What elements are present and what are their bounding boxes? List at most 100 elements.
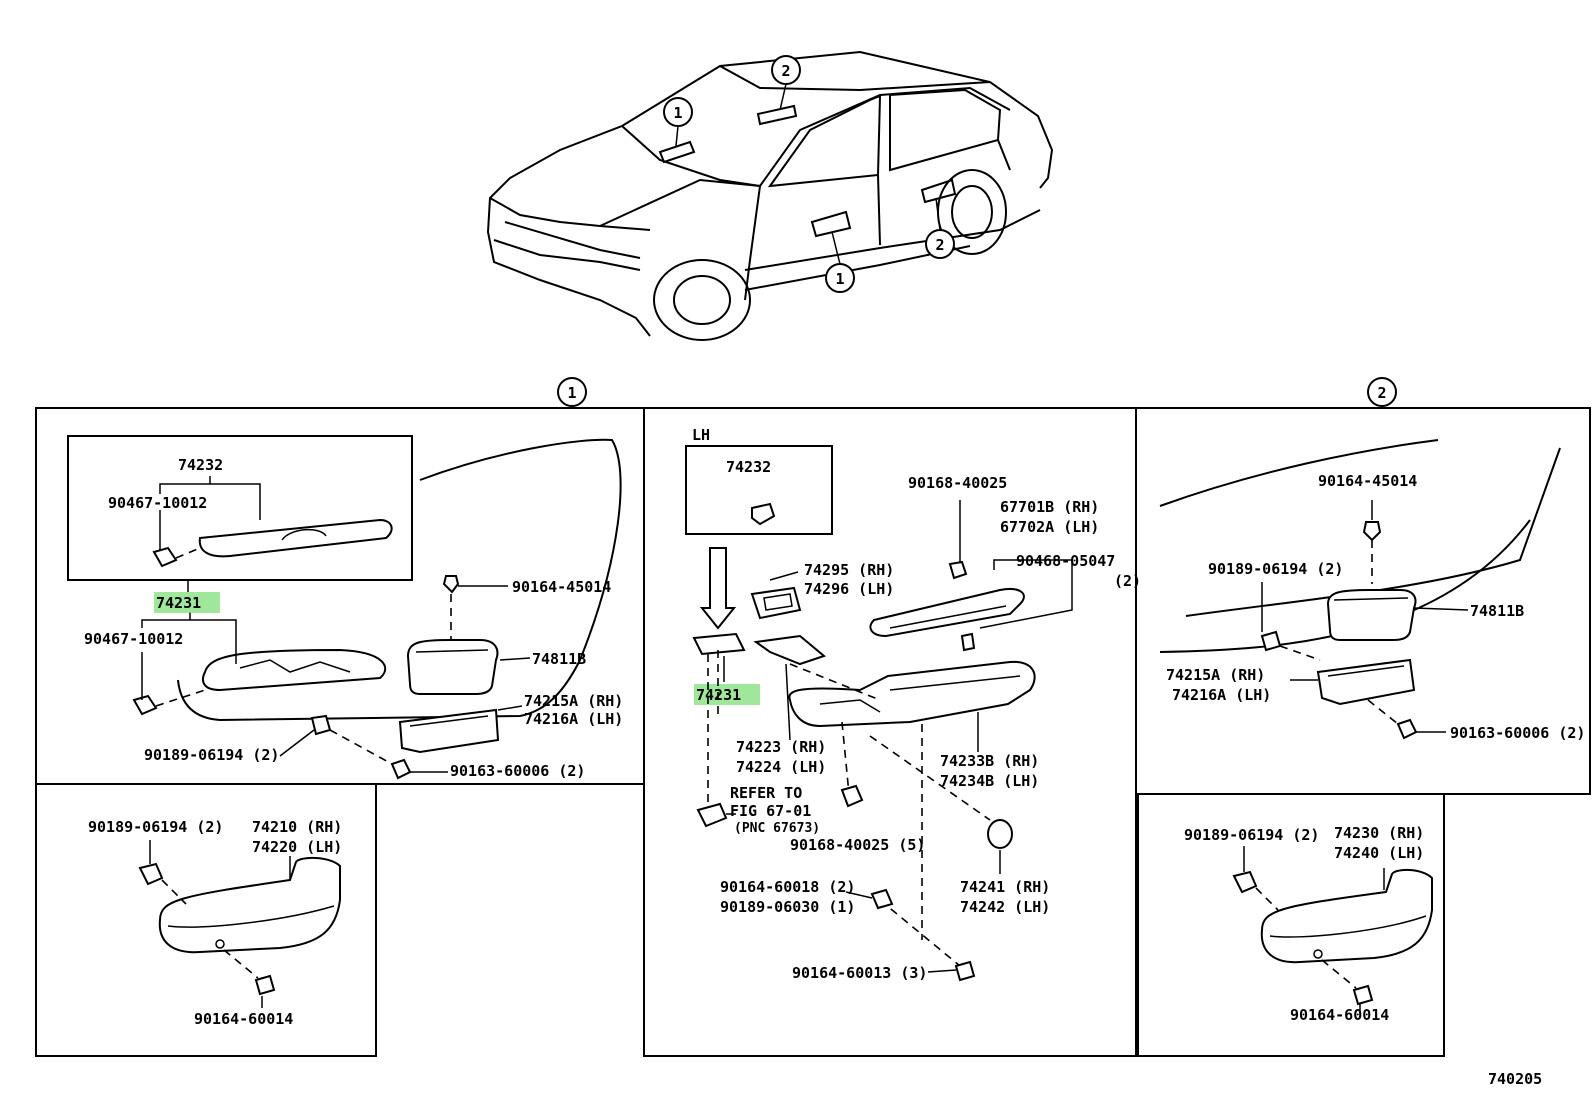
label-refer-to: REFER TO — [730, 784, 802, 802]
highlight-74231-lh — [694, 684, 760, 705]
label-90468-05047: 90468-05047 — [1016, 552, 1115, 570]
label-74223: 74223 (RH) — [736, 738, 826, 756]
cover-plate-74232 — [198, 518, 393, 558]
bracket-74215A — [398, 708, 500, 754]
car-callout-2-rear-roof: 2 — [771, 55, 801, 111]
nut-90189-grip-rear — [1232, 870, 1258, 894]
label-90164-45014: 90164-45014 — [512, 578, 611, 596]
panel-assist-grip-front: 90189-06194 (2) 74210 (RH) 74220 (LH) 90… — [88, 818, 342, 1028]
label-74232-lh: 74232 — [726, 458, 771, 476]
car-overview-illustration — [486, 50, 1054, 341]
plate-74231-lh — [692, 632, 746, 656]
clip-refer-67673 — [696, 802, 728, 828]
clip-90467-upper — [152, 546, 178, 568]
label-90163-60006: 90163-60006 (2) — [450, 762, 585, 780]
assist-grip-74230 — [1260, 868, 1433, 964]
screw-90168-top — [948, 560, 968, 580]
armrest-body-74233B — [788, 660, 1036, 728]
label-74296: 74296 (LH) — [804, 580, 894, 598]
label-74224: 74224 (LH) — [736, 758, 826, 776]
label-67701B: 67701B (RH) — [1000, 498, 1099, 516]
label-90189-06194: 90189-06194 (2) — [144, 746, 279, 764]
svg-text:1: 1 — [567, 384, 576, 402]
label-90163-60006-rear: 90163-60006 (2) — [1450, 724, 1585, 742]
bezel-74295 — [750, 586, 802, 620]
label-67702A: 67702A (LH) — [1000, 518, 1099, 536]
panel-front-door-pull: 74232 90467-10012 74231 90467-10012 9016… — [67, 435, 623, 780]
screw-90164-45014 — [442, 575, 460, 594]
car-callout-1-front-roof: 1 — [663, 97, 693, 147]
label-90467-10012-mid: 90467-10012 — [84, 630, 183, 648]
inset-box-74232-lh — [685, 445, 833, 535]
label-74233B: 74233B (RH) — [940, 752, 1039, 770]
nut-90189 — [310, 714, 332, 736]
svg-text:2: 2 — [781, 62, 790, 80]
label-90189-06030: 90189-06030 (1) — [720, 898, 855, 916]
assist-grip-74210 — [158, 856, 341, 954]
screw-90164-45014-rear — [1362, 521, 1382, 542]
label-74811B-rear: 74811B — [1470, 602, 1524, 620]
label-90168-40025-top: 90168-40025 — [908, 474, 1007, 492]
panel-frames — [35, 407, 1591, 1057]
label-74240: 74240 (LH) — [1334, 844, 1424, 862]
label-74220: 74220 (LH) — [252, 838, 342, 856]
label-74216A-rear: 74216A (LH) — [1172, 686, 1271, 704]
nut-90189-rear — [1260, 630, 1282, 652]
nut-90189-grip-front — [138, 862, 164, 886]
svg-text:2: 2 — [935, 236, 944, 254]
label-90189-06194-grip-rear: 90189-06194 (2) — [1184, 826, 1319, 844]
screw-90164-60013 — [954, 960, 976, 982]
bracket-74215A-rear — [1316, 658, 1416, 706]
screw-90164-60014-front — [254, 974, 276, 996]
inset-box-74232 — [67, 435, 413, 581]
clip-90468 — [960, 632, 976, 652]
label-74241: 74241 (RH) — [960, 878, 1050, 896]
label-90189-06194-rear: 90189-06194 (2) — [1208, 560, 1343, 578]
nut-90164-60018 — [870, 888, 894, 910]
label-90168-40025-bottom: 90168-40025 (5) — [790, 836, 925, 854]
car-callout-2-rear-door: 2 — [925, 197, 955, 259]
panel-armrest-lh: LH 74232 74295 (RH) 74296 (LH) 74231 901… — [685, 426, 1141, 982]
section-callout-1: 1 — [557, 377, 587, 407]
label-74216A: 74216A (LH) — [524, 710, 623, 728]
diagram-id: 740205 — [1488, 1070, 1542, 1088]
label-pnc-67673: (PNC 67673) — [734, 821, 820, 836]
label-74230: 74230 (RH) — [1334, 824, 1424, 842]
clip-90467-lower — [132, 694, 158, 716]
screw-90164-60014-rear — [1352, 984, 1374, 1006]
cap-74241 — [987, 819, 1013, 849]
label-90164-60018: 90164-60018 (2) — [720, 878, 855, 896]
label-74210: 74210 (RH) — [252, 818, 342, 836]
label-74295: 74295 (RH) — [804, 561, 894, 579]
screw-90163 — [390, 758, 412, 780]
label-90467-10012-top: 90467-10012 — [108, 494, 207, 512]
section-callout-2: 2 — [1367, 377, 1397, 407]
panel-rear-door-pull: 90164-45014 90189-06194 (2) 74811B 74215… — [1159, 439, 1585, 742]
label-74811B: 74811B — [532, 650, 586, 668]
arrow-down-icon — [699, 547, 737, 630]
label-74215A: 74215A (RH) — [524, 692, 623, 710]
screw-90168-bottom — [840, 784, 864, 808]
pocket-74811B-rear — [1326, 589, 1417, 641]
label-90164-45014-rear: 90164-45014 — [1318, 472, 1417, 490]
bracket-74223 — [753, 634, 827, 666]
label-90164-60013: 90164-60013 (3) — [792, 964, 927, 982]
svg-text:1: 1 — [835, 270, 844, 288]
label-74232: 74232 — [178, 456, 223, 474]
screw-90163-rear — [1396, 718, 1418, 740]
svg-text:2: 2 — [1377, 384, 1386, 402]
label-74234B: 74234B (LH) — [940, 772, 1039, 790]
car-callout-1-front-door: 1 — [825, 231, 855, 293]
label-90164-60014-rear: 90164-60014 — [1290, 1006, 1389, 1024]
label-lh: LH — [692, 426, 710, 444]
label-90468-qty: (2) — [1114, 572, 1141, 590]
pocket-74811B — [406, 639, 499, 695]
label-74231: 74231 — [156, 594, 201, 612]
label-74242: 74242 (LH) — [960, 898, 1050, 916]
cover-74232-lh — [751, 502, 776, 526]
svg-text:1: 1 — [673, 104, 682, 122]
label-74215A-rear: 74215A (RH) — [1166, 666, 1265, 684]
panel-assist-grip-rear: 90189-06194 (2) 74230 (RH) 74240 (LH) 90… — [1184, 824, 1433, 1024]
